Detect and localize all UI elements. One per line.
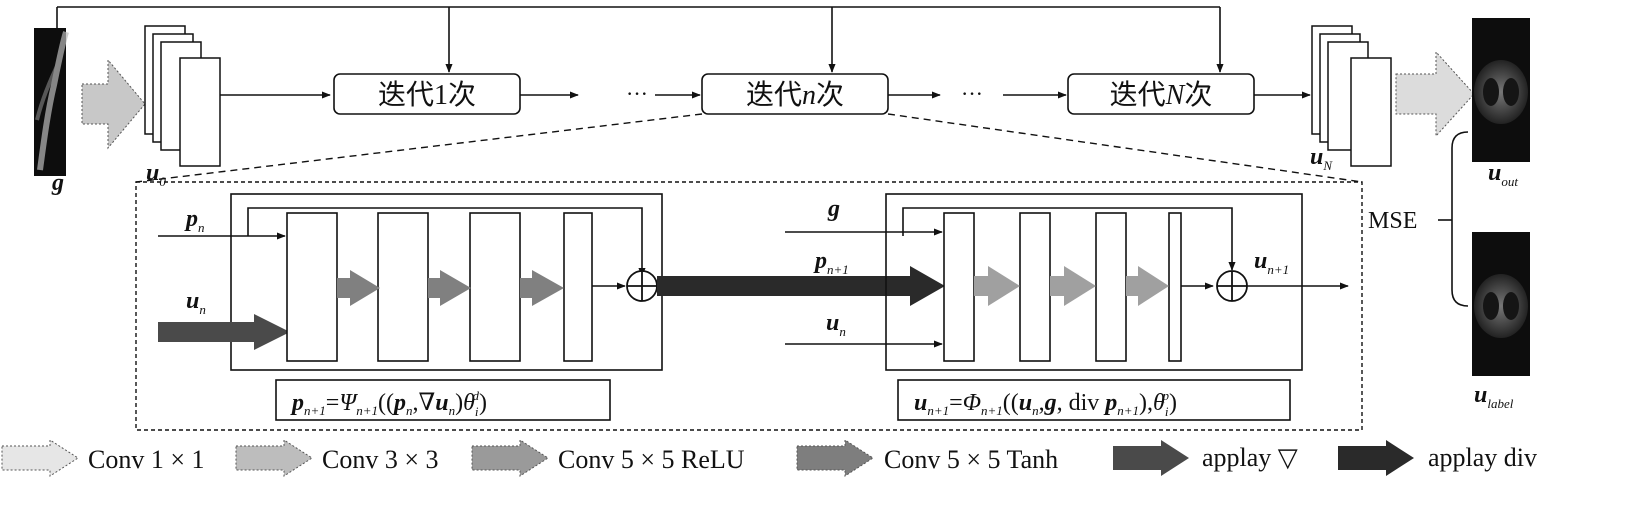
ellipsis-left: ··· xyxy=(626,81,648,106)
uN-feature-stack xyxy=(1311,25,1392,167)
formula-right: un+1=Φn+1((un,g, div pn+1),θip) xyxy=(914,388,1177,419)
uN-label: uN xyxy=(1310,144,1333,173)
conv1x1-arrow-out xyxy=(1395,50,1475,138)
input-sinogram-image xyxy=(34,28,69,176)
formula-left: pn+1=Ψn+1((pn,∇un)θid) xyxy=(290,388,487,419)
svg-text:Conv 5 × 5 Tanh: Conv 5 × 5 Tanh xyxy=(884,445,1058,474)
right-conv-arrows xyxy=(974,266,1169,306)
svg-text:Conv 5 × 5 ReLU: Conv 5 × 5 ReLU xyxy=(558,445,745,474)
ct-label-image xyxy=(1472,232,1530,376)
conv1x1-arrow-in xyxy=(81,58,146,150)
pn-label: pn xyxy=(184,206,205,235)
legend-item-apply-div: applay div xyxy=(1338,440,1537,476)
svg-text:Conv 1 × 1: Conv 1 × 1 xyxy=(88,445,205,474)
sum-node-right xyxy=(1216,270,1248,302)
svg-text:applay div: applay div xyxy=(1428,443,1537,472)
legend-item-conv5x5-relu: Conv 5 × 5 ReLU xyxy=(471,439,745,477)
u0-feature-stack xyxy=(144,25,221,167)
sum-node-left xyxy=(626,270,658,302)
iteration-box-N: 迭代N次 xyxy=(1067,73,1255,115)
pn1-label: pn+1 xyxy=(813,248,849,277)
un-label-left: un xyxy=(186,288,206,317)
legend-item-apply-grad: applay ▽ xyxy=(1113,440,1298,476)
ct-output-image xyxy=(1472,18,1530,162)
legend-item-conv1x1: Conv 1 × 1 xyxy=(1,439,205,477)
svg-text:迭代N次: 迭代N次 xyxy=(1110,79,1213,111)
mse-bracket xyxy=(1438,131,1469,307)
uout-label: uout xyxy=(1488,160,1518,189)
u0-label: u0 xyxy=(146,160,166,189)
svg-text:Conv 3 × 3: Conv 3 × 3 xyxy=(322,445,439,474)
iteration-box-1: 迭代1次 xyxy=(333,73,521,115)
un-label-right: un xyxy=(826,310,846,339)
un1-label: un+1 xyxy=(1254,248,1289,277)
ulabel-label: ulabel xyxy=(1474,382,1514,411)
mse-label: MSE xyxy=(1368,208,1417,234)
legend-item-conv5x5-tanh: Conv 5 × 5 Tanh xyxy=(796,439,1058,477)
svg-text:迭代1次: 迭代1次 xyxy=(378,79,476,111)
zoom-lines xyxy=(135,113,1363,183)
left-conv-arrows xyxy=(337,270,564,306)
apply-div-arrow xyxy=(657,266,945,306)
ellipsis-right: ··· xyxy=(961,81,983,106)
detail-panel xyxy=(135,181,1363,431)
iteration-box-n: 迭代n次 xyxy=(701,73,889,115)
legend-item-conv3x3: Conv 3 × 3 xyxy=(235,439,439,477)
svg-text:applay ▽: applay ▽ xyxy=(1202,443,1298,472)
dual-block-right xyxy=(885,193,1303,371)
left-conv-layers xyxy=(286,212,593,362)
svg-text:迭代n次: 迭代n次 xyxy=(746,79,844,111)
top-bus xyxy=(56,6,1224,73)
input-g-label: g xyxy=(51,170,64,196)
g-label-right: g xyxy=(827,196,840,222)
legend: Conv 1 × 1 Conv 3 × 3 Conv 5 × 5 ReLU Co… xyxy=(1,439,1537,477)
apply-grad-arrow xyxy=(158,314,290,350)
